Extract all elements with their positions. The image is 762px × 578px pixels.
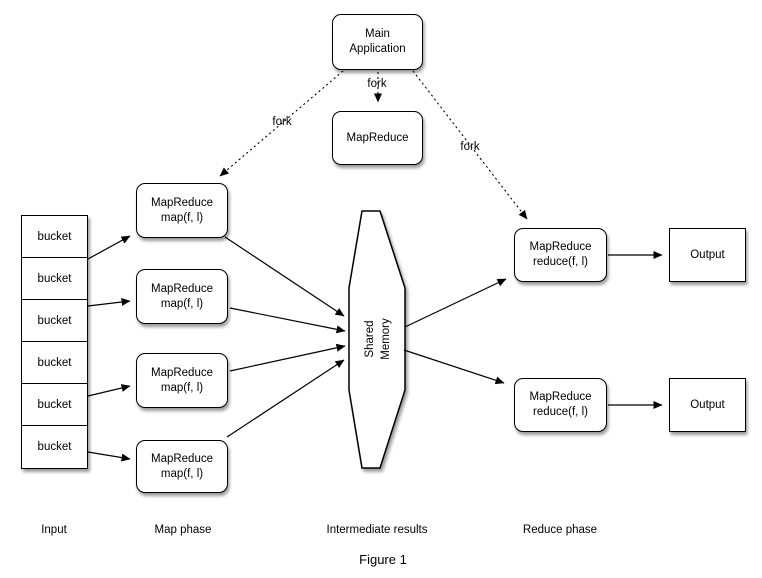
arrow-shared-memory-to-reduce-1 (404, 278, 507, 328)
shared-memory-shape (348, 210, 406, 469)
map-node-4: MapReduce map(f, l) (136, 440, 228, 493)
fork-label-right: fork (460, 141, 480, 153)
arrow-map-2-to-shared-memory (229, 307, 346, 334)
fork-arrow-main-to-reduce-phase (412, 70, 528, 220)
arrow-map-3-to-shared-memory (229, 343, 346, 372)
phase-label-reduce: Reduce phase (522, 524, 598, 536)
arrow-shared-memory-to-reduce-2 (403, 349, 505, 385)
arrow-bucket-to-map-2 (87, 298, 131, 307)
arrow-bucket-to-map-1 (87, 235, 131, 260)
output-node-1: Output (669, 228, 746, 282)
arrow-map-1-to-shared-memory (224, 236, 345, 317)
main-application-node: Main Application (332, 14, 423, 70)
phase-label-intermediate-results: Intermediate results (326, 524, 428, 536)
bucket-cell: bucket (22, 300, 87, 342)
fork-label-center: fork (367, 78, 387, 90)
bucket-cell: bucket (22, 258, 87, 300)
map-node-3: MapReduce map(f, l) (136, 353, 228, 408)
reduce-node-2: MapReduce reduce(f, l) (514, 378, 607, 432)
bucket-stack: bucket bucket bucket bucket bucket bucke… (21, 215, 88, 469)
arrow-bucket-to-map-4 (87, 451, 131, 462)
fork-label-left: fork (272, 116, 292, 128)
output-node-2: Output (669, 378, 746, 432)
mapreduce-fork-node: MapReduce (332, 111, 423, 165)
bucket-cell: bucket (22, 216, 87, 258)
map-node-2: MapReduce map(f, l) (136, 269, 228, 324)
reduce-node-1: MapReduce reduce(f, l) (514, 228, 607, 282)
arrow-map-4-to-shared-memory (226, 359, 345, 438)
figure-caption: Figure 1 (359, 552, 407, 567)
bucket-cell: bucket (22, 342, 87, 384)
map-node-1: MapReduce map(f, l) (136, 183, 228, 238)
arrow-bucket-to-map-3 (87, 384, 131, 397)
phase-label-map: Map phase (154, 524, 212, 536)
bucket-cell: bucket (22, 384, 87, 426)
bucket-cell: bucket (37, 441, 72, 453)
phase-label-input: Input (41, 524, 67, 536)
fork-arrow-main-to-map-phase (219, 70, 344, 177)
shared-memory-label: Shared Memory (364, 318, 392, 360)
